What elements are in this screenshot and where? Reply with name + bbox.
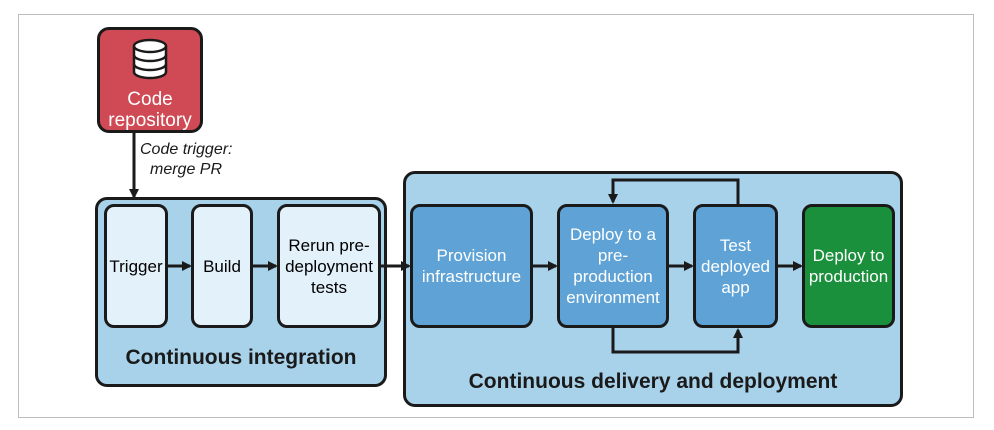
- figure-frame: [18, 14, 974, 418]
- trigger-note-line2: merge PR: [150, 161, 223, 178]
- cd-step-provision: Provision infrastructure: [410, 204, 533, 328]
- ci-step-rerun-tests: Rerun pre-deployment tests: [277, 204, 381, 328]
- database-icon: [131, 38, 169, 85]
- arrow-loop-top: [608, 178, 740, 204]
- ci-step-trigger: Trigger: [104, 204, 168, 328]
- code-trigger-note: Code trigger: merge PR: [140, 140, 233, 180]
- cd-step-deploy-preprod: Deploy to a pre-production environment: [557, 204, 669, 328]
- cd-step-test-app: Test deployed app: [693, 204, 778, 328]
- trigger-note-line1: Code trigger:: [140, 141, 233, 158]
- continuous-delivery-label: Continuous delivery and deployment: [468, 370, 838, 393]
- code-repository: Code repository: [97, 27, 203, 133]
- cd-step-deploy-production: Deploy to production: [802, 204, 895, 328]
- ci-step-build: Build: [191, 204, 253, 328]
- continuous-integration-label: Continuous integration: [125, 346, 357, 369]
- arrow-loop-bottom: [611, 328, 743, 354]
- code-repository-label: Code repository: [108, 89, 192, 131]
